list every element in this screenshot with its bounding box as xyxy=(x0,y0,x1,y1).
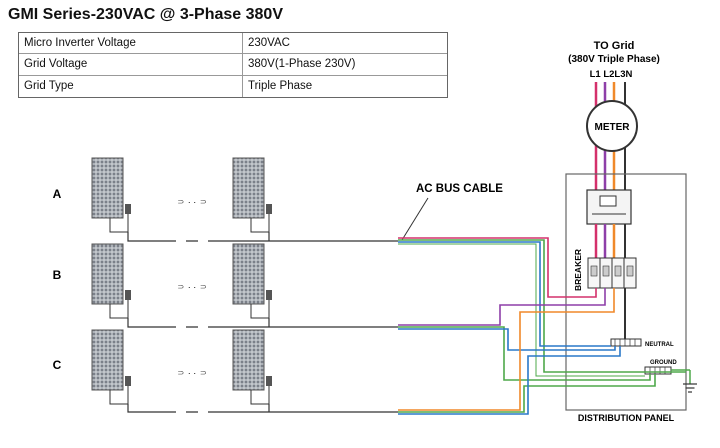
ground-bar xyxy=(644,366,691,384)
solar-panel xyxy=(91,243,131,319)
row-c-ellipsis: ⸧ · · ⸧ xyxy=(176,368,208,378)
neutral-bar xyxy=(610,338,642,347)
micro-inverter xyxy=(266,290,272,300)
solar-panel xyxy=(91,157,131,233)
page-title: GMI Series-230VAC @ 3-Phase 380V xyxy=(8,6,283,23)
neutral-label: NEUTRAL xyxy=(645,342,674,348)
bus-cables xyxy=(398,237,686,415)
ac-bus-leader xyxy=(401,197,429,241)
spec-label: Grid Voltage xyxy=(19,54,243,75)
row-label-c: C xyxy=(53,358,62,372)
grid-title: TO Grid xyxy=(594,40,635,52)
solar-panel xyxy=(232,243,272,319)
micro-inverter xyxy=(125,290,131,300)
grid-subtitle: (380V Triple Phase) xyxy=(568,54,660,65)
row-label-b: B xyxy=(53,268,62,282)
breakers xyxy=(587,257,637,289)
grid-phase-labels: L1 L2L3N xyxy=(590,69,633,80)
row-c-cable xyxy=(127,404,398,413)
micro-inverter xyxy=(125,376,131,386)
spec-row: Grid Voltage 380V(1-Phase 230V) xyxy=(19,54,447,76)
spec-table: Micro Inverter Voltage 230VAC Grid Volta… xyxy=(18,32,448,98)
row-b-ellipsis: ⸧ · · ⸧ xyxy=(176,282,208,292)
solar-panel xyxy=(232,329,272,405)
meter-label: METER xyxy=(595,122,631,133)
panel-label: DISTRIBUTION PANEL xyxy=(578,413,675,423)
spec-value: 230VAC xyxy=(248,37,290,50)
ground-label: GROUND xyxy=(650,360,677,366)
row-a-cable xyxy=(127,232,398,242)
micro-inverter xyxy=(266,204,272,214)
distribution-panel xyxy=(565,173,687,411)
row-b-cable xyxy=(127,318,398,328)
row-label-a: A xyxy=(53,187,62,201)
earth-ground-icon xyxy=(683,383,697,393)
row-a-ellipsis: ⸧ · · ⸧ xyxy=(176,197,208,207)
spec-row: Grid Type Triple Phase xyxy=(19,75,447,97)
micro-inverter xyxy=(125,204,131,214)
spec-row: Micro Inverter Voltage 230VAC xyxy=(19,33,447,55)
spec-label: Micro Inverter Voltage xyxy=(19,33,243,54)
solar-panel xyxy=(91,329,131,405)
spec-value: 380V(1-Phase 230V) xyxy=(248,58,356,71)
spec-value: Triple Phase xyxy=(248,80,313,93)
breaker-label: BREAKER xyxy=(573,249,583,291)
micro-inverter xyxy=(266,376,272,386)
solar-panel xyxy=(232,157,272,233)
spec-label: Grid Type xyxy=(19,75,243,97)
meter: METER xyxy=(586,100,638,152)
ac-bus-label: AC BUS CABLE xyxy=(416,183,503,195)
